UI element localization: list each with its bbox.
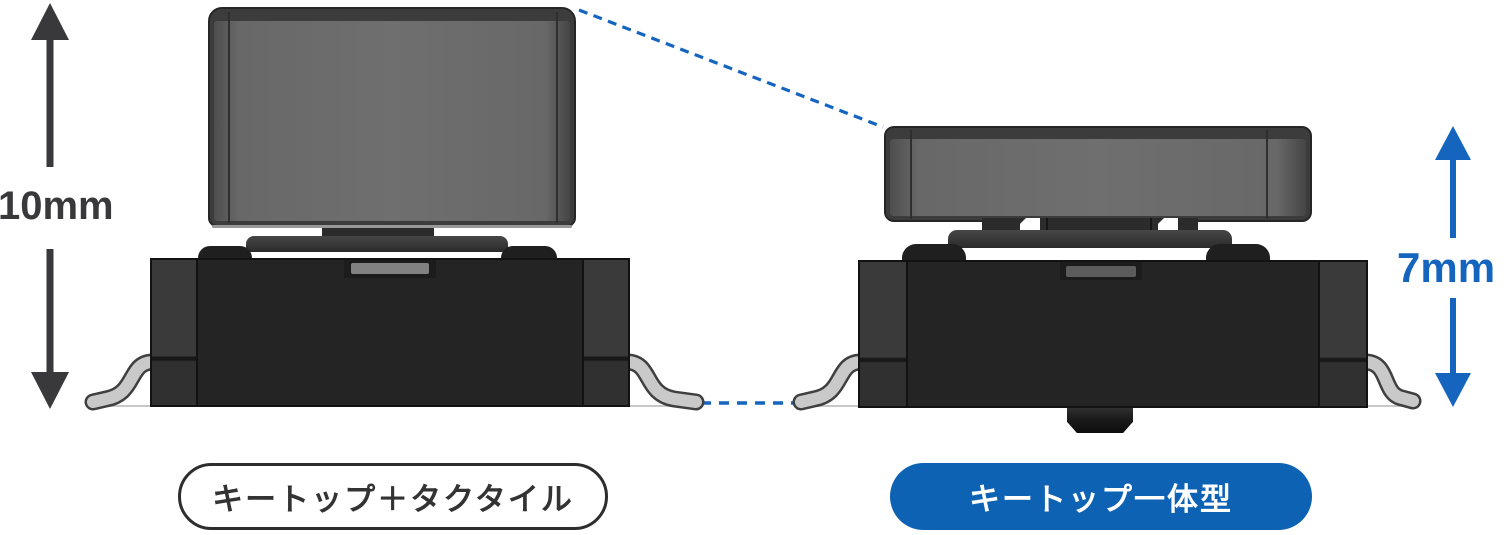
- lead-metal: [1360, 356, 1419, 407]
- left-base-notch-tab: [351, 263, 429, 274]
- left-base-flange-right: [582, 260, 628, 405]
- left-base: [150, 258, 630, 407]
- caption-left-text: キートップ＋タクタイル: [212, 482, 574, 517]
- right-collar: [948, 230, 1232, 248]
- right-bottom-boss: [1067, 408, 1133, 433]
- left-keytop-seam-left: [228, 12, 230, 223]
- dashed-connector-top: [578, 8, 884, 129]
- arrow-head-up-icon: [31, 3, 69, 40]
- height-arrow-7mm-icon: [1435, 126, 1471, 407]
- right-base-flange-right: [1318, 262, 1366, 406]
- right-base: [858, 260, 1368, 408]
- right-stem-cutout-left: [1020, 218, 1040, 231]
- arrow-head-down-icon: [31, 372, 69, 409]
- left-keytop-skirt: [212, 225, 572, 228]
- height-label-7mm: 7mm: [1397, 244, 1496, 291]
- right-switch-lead-left: [792, 353, 869, 411]
- lead-metal: [622, 356, 702, 408]
- right-stem-cutout-right: [1158, 218, 1178, 231]
- left-base-flange-left: [152, 260, 198, 405]
- right-stem-seam-1: [1046, 218, 1048, 231]
- lead-metal: [795, 356, 866, 408]
- right-stem-seam-2: [1150, 218, 1152, 231]
- right-keytop-seam-left: [910, 130, 912, 219]
- caption-right-pill: キートップ一体型: [890, 463, 1312, 530]
- right-base-notch-tab: [1066, 266, 1136, 277]
- caption-left-pill: キートップ＋タクタイル: [178, 463, 608, 530]
- caption-right-text: キートップ一体型: [969, 482, 1233, 517]
- right-dome-right: [1206, 244, 1270, 261]
- arrow-head-up-icon: [1435, 126, 1471, 160]
- right-switch-lead-right: [1357, 353, 1422, 410]
- arrow-head-down-icon: [1435, 373, 1471, 407]
- right-base-notch: [1060, 262, 1142, 280]
- left-keytop-seam-right: [556, 12, 558, 223]
- left-base-notch: [344, 260, 436, 278]
- left-switch-lead-left: [84, 353, 161, 411]
- left-keytop-face: [214, 21, 570, 221]
- right-keytop-seam-right: [1266, 130, 1268, 219]
- right-dome-left: [902, 244, 966, 261]
- right-base-flange-left: [860, 262, 908, 406]
- height-arrow-10mm-icon: [31, 3, 69, 409]
- right-keytop-face: [890, 139, 1306, 216]
- left-switch-lead-right: [619, 353, 705, 411]
- lead-metal: [87, 356, 158, 408]
- height-label-10mm: 10mm: [0, 184, 114, 228]
- left-plunger: [246, 236, 508, 252]
